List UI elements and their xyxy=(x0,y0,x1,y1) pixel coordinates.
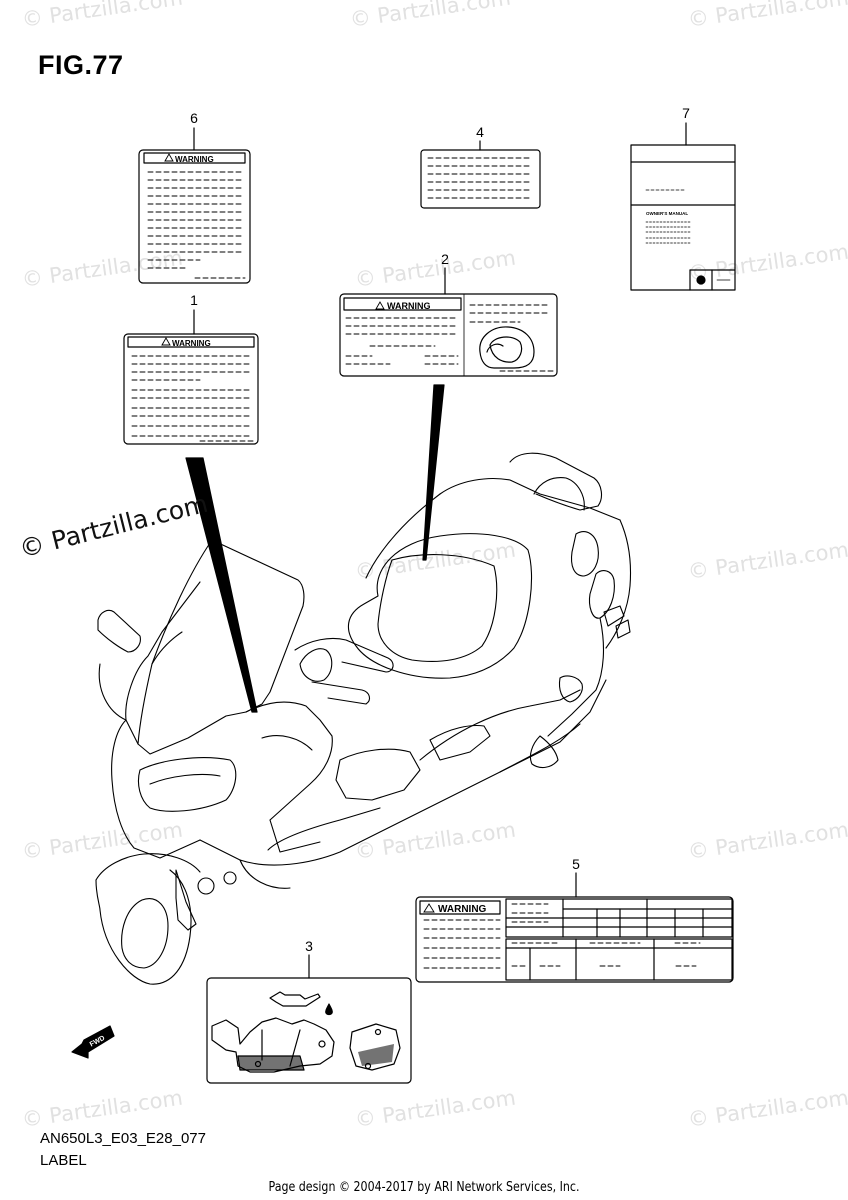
label-3-oil-level-sticker xyxy=(206,977,412,1084)
warning-texts: WARNING WARNING WARNING WARNING OWNER'S … xyxy=(89,155,688,1048)
label-6-warning-sticker xyxy=(138,149,251,284)
label-1-warning-sticker xyxy=(123,333,259,445)
label-6-warning-text: WARNING xyxy=(175,155,214,164)
figure-caption: LABEL xyxy=(40,1152,87,1169)
warning-triangle-icons xyxy=(161,153,435,913)
callout-3: 3 xyxy=(305,938,313,954)
callout-2: 2 xyxy=(441,251,449,267)
callout-1: 1 xyxy=(190,292,198,308)
callout-7: 7 xyxy=(682,105,690,121)
page-footer: Page design © 2004-2017 by ARI Network S… xyxy=(268,1180,580,1195)
label-5-warning-text: WARNING xyxy=(438,904,487,915)
callout-5: 5 xyxy=(572,856,580,872)
label-7-owners-manual xyxy=(630,144,736,291)
figure-code: AN650L3_E03_E28_077 xyxy=(40,1130,206,1147)
forward-arrow-icon xyxy=(71,1025,115,1059)
label-4-sticker xyxy=(420,149,541,209)
scooter-drawing xyxy=(95,452,632,985)
label-1-warning-text: WARNING xyxy=(172,339,211,348)
label-2-helmet-warning-sticker xyxy=(339,293,558,377)
label-2-warning-text: WARNING xyxy=(387,301,431,311)
callout-4: 4 xyxy=(476,124,484,140)
callout-6: 6 xyxy=(190,110,198,126)
figure-title: FIG.77 xyxy=(38,50,124,80)
label-5-warning-table-sticker xyxy=(415,896,734,983)
manual-title-text: OWNER'S MANUAL xyxy=(646,211,688,216)
